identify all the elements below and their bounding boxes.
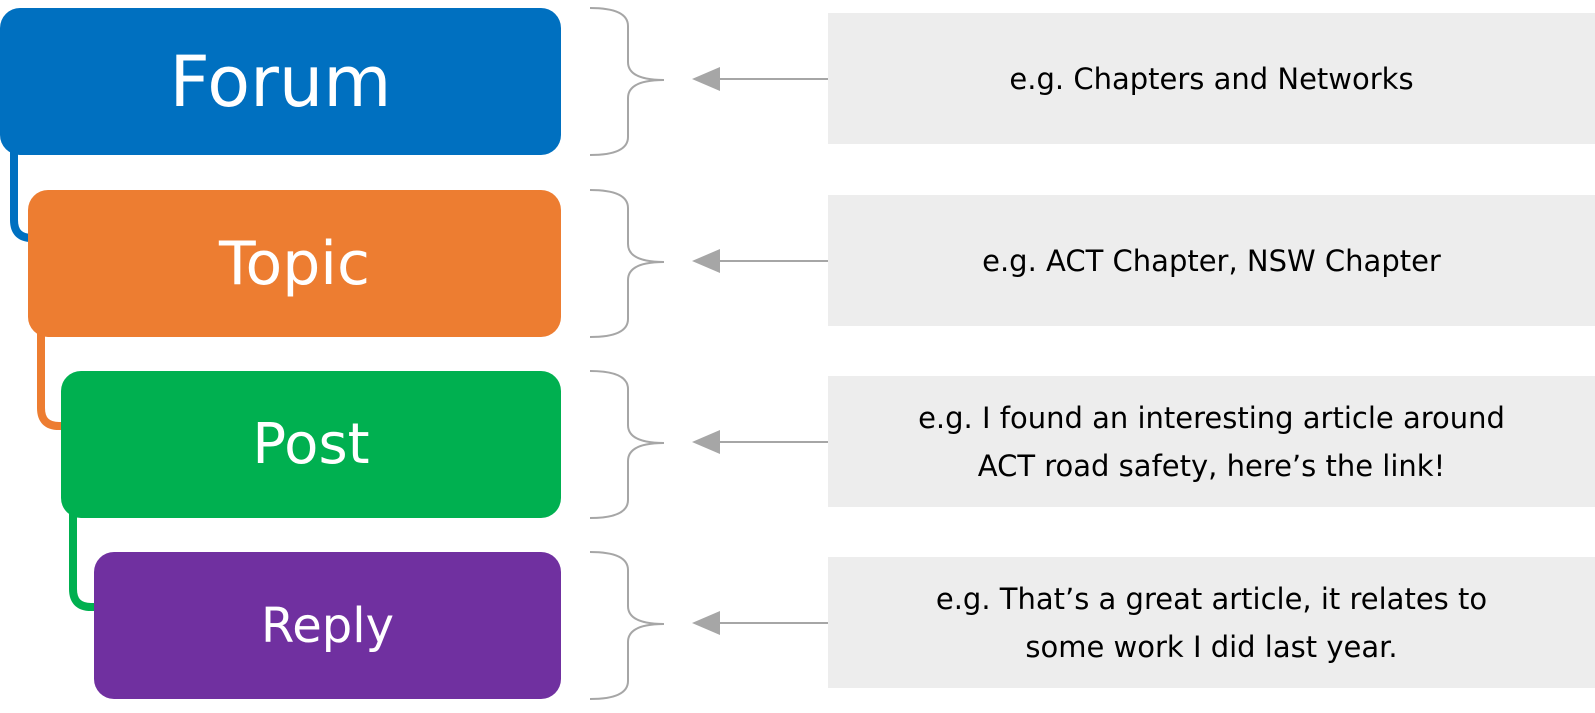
pointer-arrowhead-post xyxy=(692,430,720,454)
topic-example-text: e.g. ACT Chapter, NSW Chapter xyxy=(982,243,1441,278)
bracket-topic xyxy=(589,189,665,338)
forum-example-text: e.g. Chapters and Networks xyxy=(1009,61,1414,96)
pointer-arrowhead-topic xyxy=(692,249,720,273)
bracket-forum xyxy=(589,7,665,156)
forum-example-box: e.g. Chapters and Networks xyxy=(828,13,1595,144)
pointer-arrowhead-reply xyxy=(692,611,720,635)
post-box: Post xyxy=(61,371,561,518)
reply-example-text: e.g. That’s a great article, it relates … xyxy=(935,581,1488,664)
post-to-reply-connector xyxy=(69,512,107,611)
topic-example-box: e.g. ACT Chapter, NSW Chapter xyxy=(828,195,1595,326)
forum-label: Forum xyxy=(169,40,392,123)
topic-to-post-connector xyxy=(37,330,76,430)
reply-box: Reply xyxy=(94,552,561,699)
reply-label: Reply xyxy=(261,597,394,654)
bracket-reply xyxy=(589,551,665,700)
forum-box: Forum xyxy=(0,8,561,155)
post-example-text: e.g. I found an interesting article arou… xyxy=(918,400,1505,483)
post-example-box: e.g. I found an interesting article arou… xyxy=(828,376,1595,507)
topic-box: Topic xyxy=(28,190,561,337)
pointer-arrowhead-forum xyxy=(692,67,720,91)
bracket-post xyxy=(589,370,665,519)
reply-example-box: e.g. That’s a great article, it relates … xyxy=(828,557,1595,688)
post-label: Post xyxy=(252,411,370,477)
topic-label: Topic xyxy=(219,228,370,299)
